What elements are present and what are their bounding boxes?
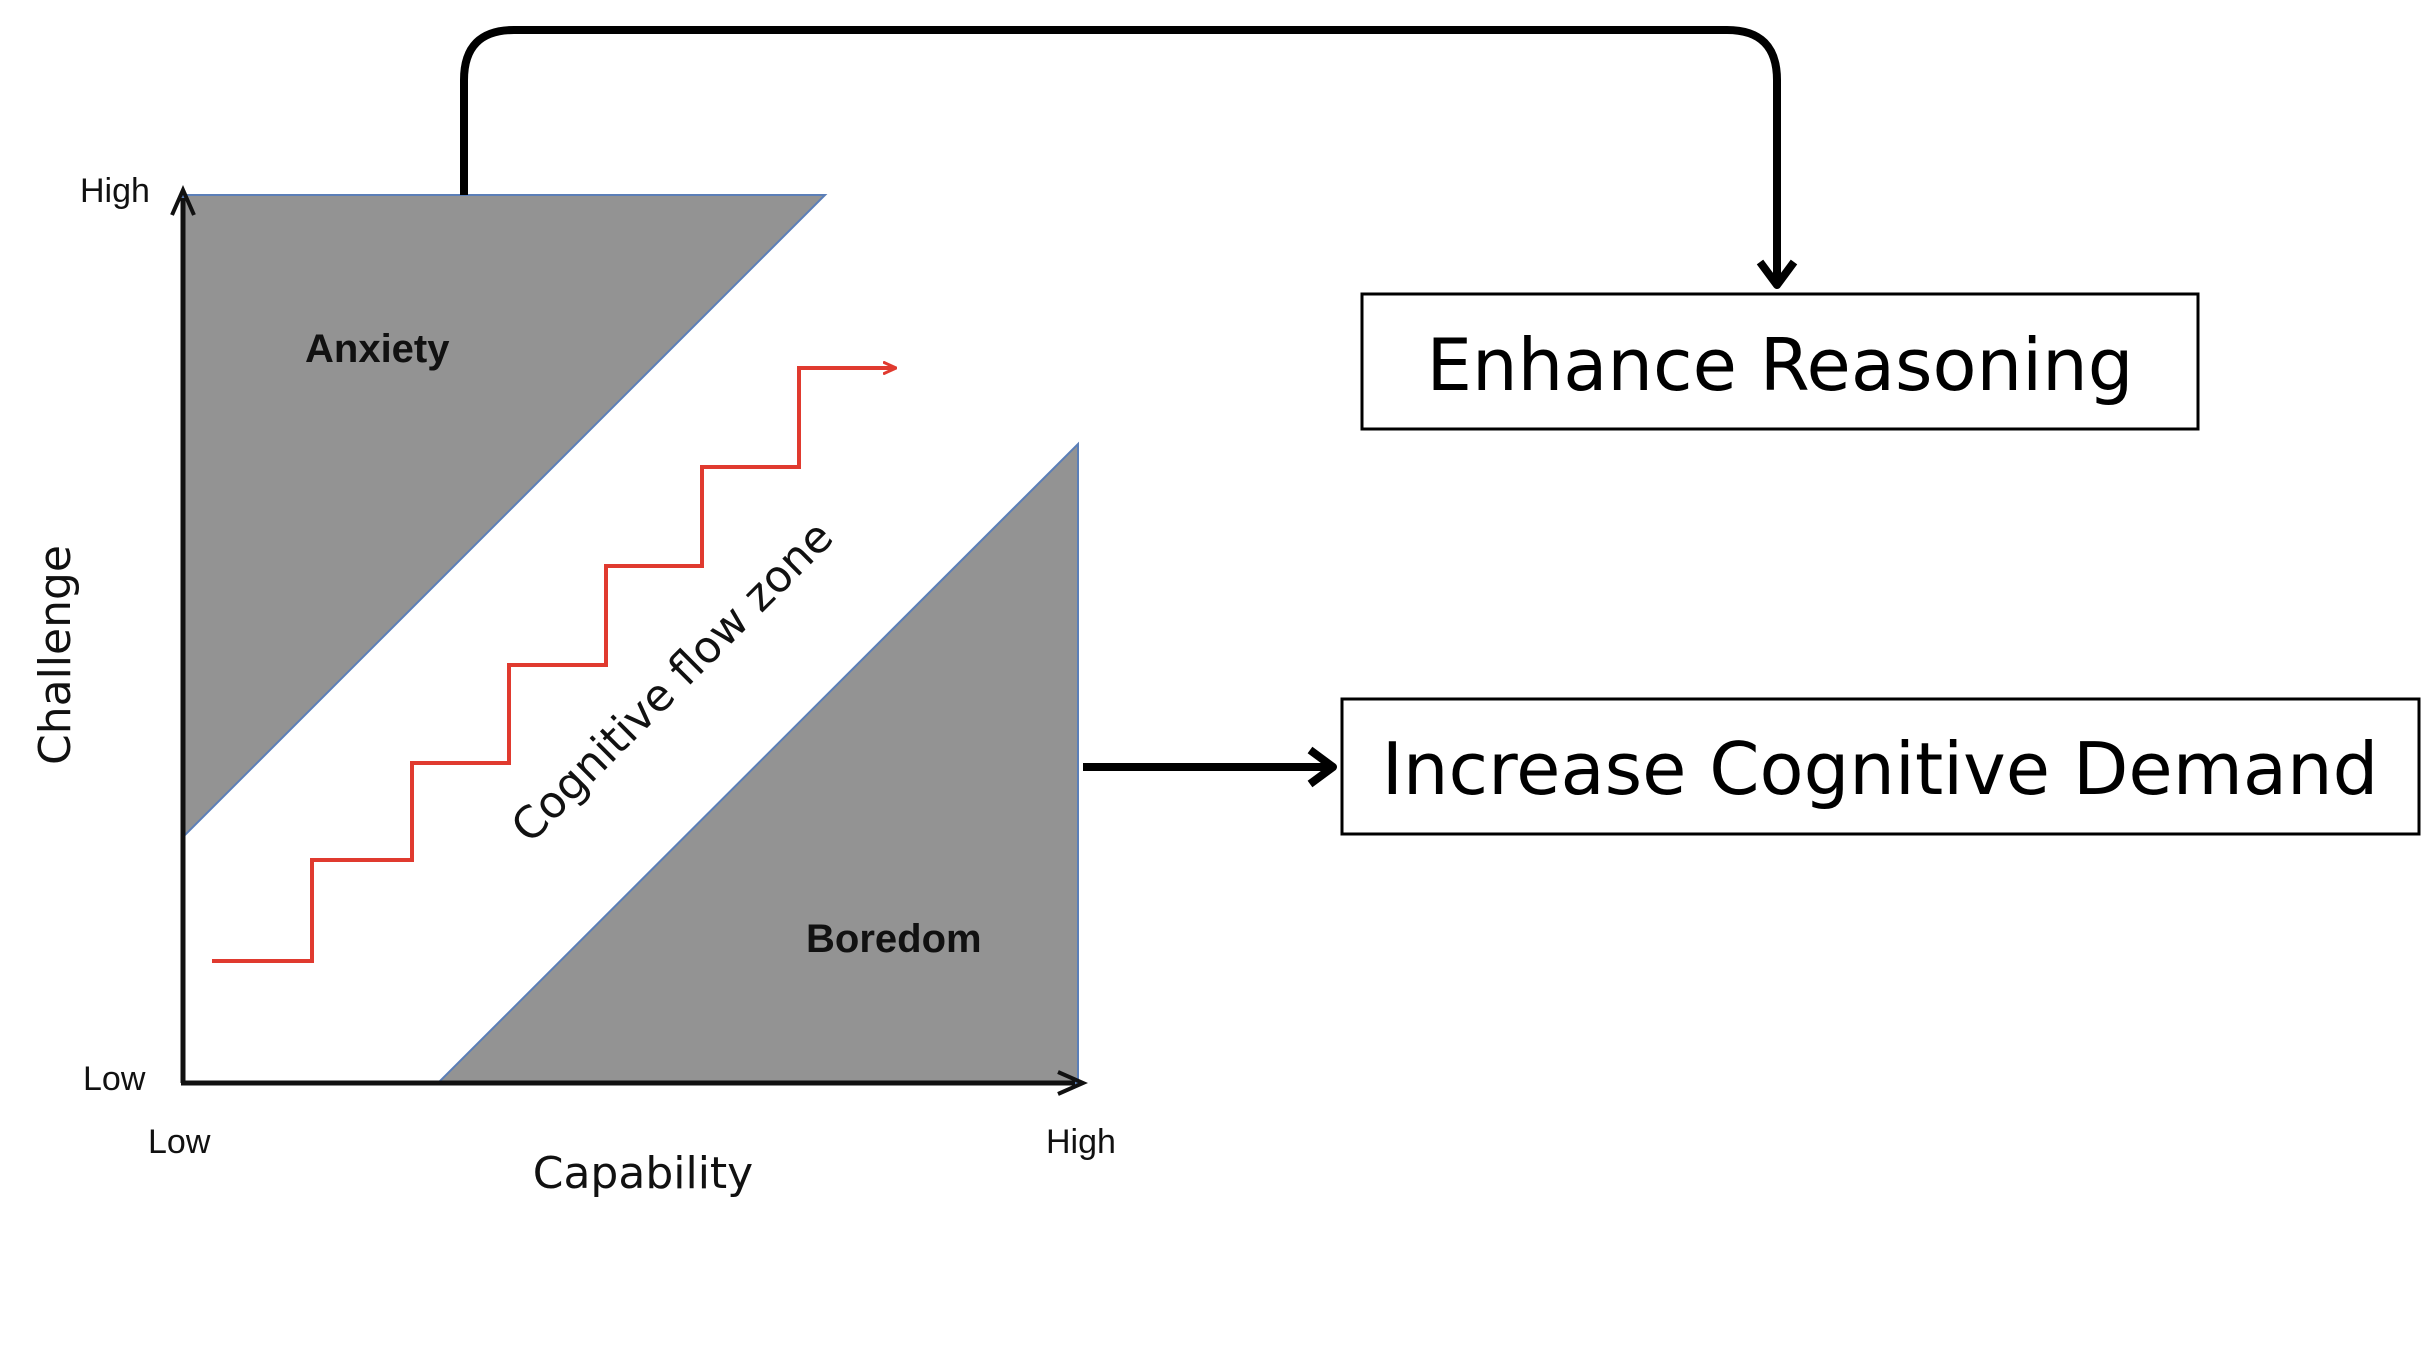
x-axis-title: Capability [533, 1148, 753, 1199]
increase-arrow-icon [1307, 746, 1337, 788]
enhance-arrow-icon [1756, 259, 1798, 289]
y-axis-low-label: Low [83, 1060, 146, 1098]
anxiety-label: Anxiety [305, 327, 450, 371]
flow-staircase [212, 368, 895, 963]
increase-demand-box [1340, 697, 2421, 836]
increase-demand-text: Increase Cognitive Demand [1382, 727, 2379, 811]
x-axis-high-label: High [1046, 1123, 1116, 1161]
y-axis-arrow-icon [170, 185, 196, 216]
boredom-region [435, 441, 1079, 1084]
x-axis-low-label: Low [148, 1123, 211, 1161]
x-axis-arrow-icon [1057, 1070, 1088, 1096]
y-axis-high-label: High [80, 172, 150, 210]
top-connector [460, 26, 1781, 285]
enhance-reasoning-box [1360, 292, 2200, 431]
y-axis-title: Challenge [30, 545, 81, 765]
boredom-label: Boredom [806, 917, 982, 961]
anxiety-region [182, 194, 828, 840]
enhance-reasoning-text: Enhance Reasoning [1426, 323, 2133, 407]
